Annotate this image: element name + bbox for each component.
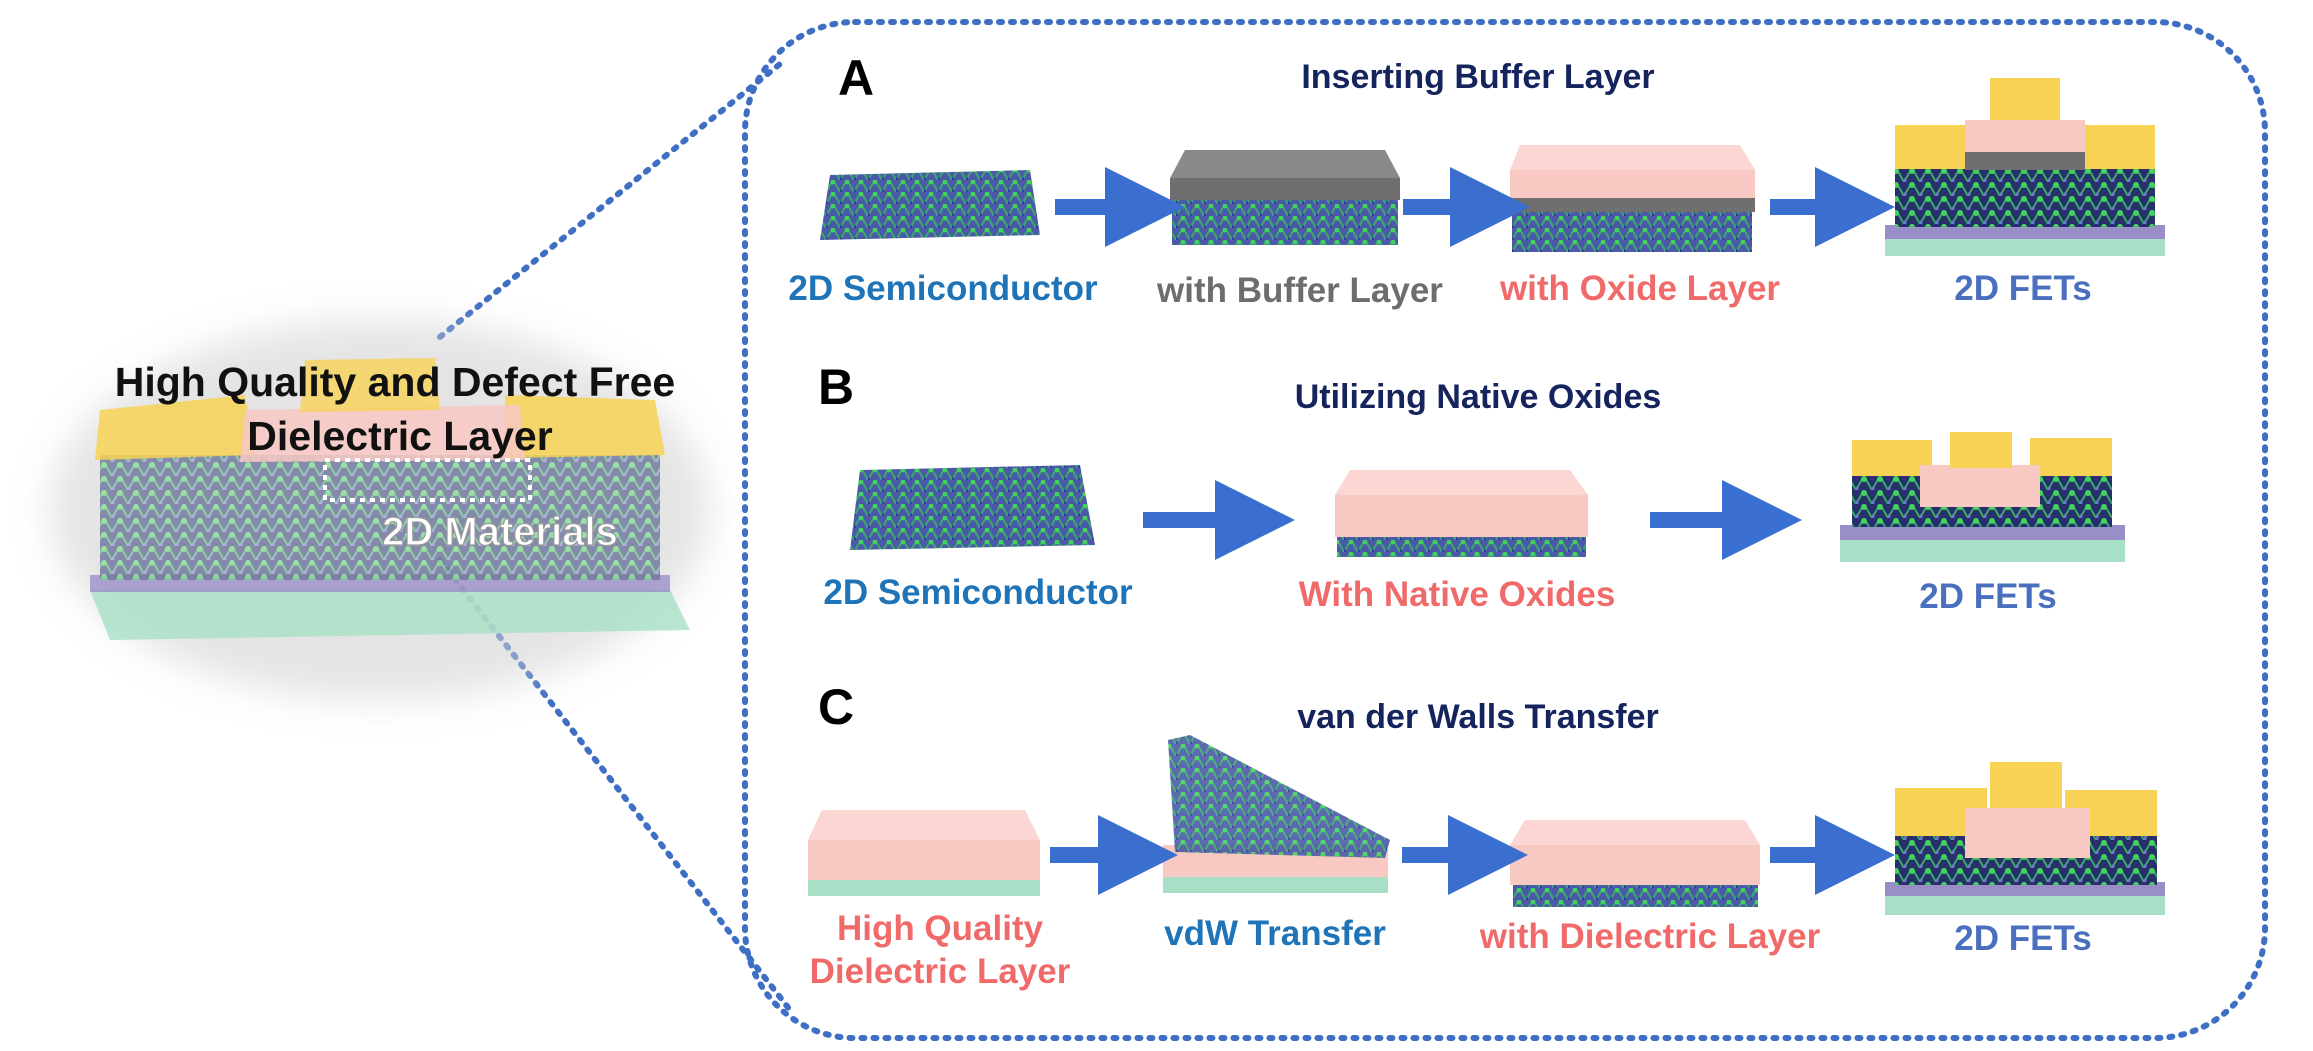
overview-title-line1: High Quality and Defect Free xyxy=(115,359,675,405)
panel-c-step3-label: with Dielectric Layer xyxy=(1479,917,1821,956)
panel-b-step3-label: 2D FETs xyxy=(1919,577,2056,616)
panel-c-title: van der Walls Transfer xyxy=(1297,698,1659,736)
panel-b-step2-label: With Native Oxides xyxy=(1299,575,1616,614)
fet-device-icon xyxy=(1885,762,2165,915)
fet-device-icon xyxy=(1885,78,2165,256)
panel-b-step1-label: 2D Semiconductor xyxy=(823,573,1133,612)
panel-c-step1-label-line2: Dielectric Layer xyxy=(810,952,1071,991)
semiconductor-lattice-icon xyxy=(850,465,1095,550)
dielectric-substrate-icon xyxy=(808,810,1040,896)
buffer-stack-icon xyxy=(1170,150,1400,245)
panel-a-step2-label: with Buffer Layer xyxy=(1156,271,1443,310)
panel-a-step4-label: 2D FETs xyxy=(1954,269,2091,308)
panel-a: A Inserting Buffer Layer xyxy=(788,50,2165,310)
panel-c: C van der Walls Transfer xyxy=(808,679,2165,991)
panel-c-step1-label-line1: High Quality xyxy=(837,909,1044,948)
panel-a-step1-label: 2D Semiconductor xyxy=(788,269,1098,308)
overview-device: High Quality and Defect Free Dielectric … xyxy=(50,320,710,700)
panel-b: B Utilizing Native Oxides 2D Semiconduct… xyxy=(818,359,2125,616)
fet-device-icon xyxy=(1840,432,2125,562)
native-oxide-stack-icon xyxy=(1335,470,1588,557)
panel-c-letter: C xyxy=(818,679,854,735)
panel-c-step2-label: vdW Transfer xyxy=(1164,914,1386,953)
panel-b-letter: B xyxy=(818,359,854,415)
zoom-region-box xyxy=(323,458,532,502)
panel-c-step4-label: 2D FETs xyxy=(1954,919,2091,958)
semiconductor-lattice-icon xyxy=(820,170,1040,240)
overview-title-line2: Dielectric Layer xyxy=(247,413,552,459)
panel-a-title: Inserting Buffer Layer xyxy=(1301,58,1654,96)
panel-a-letter: A xyxy=(838,50,874,106)
panel-a-step3-label: with Oxide Layer xyxy=(1499,269,1780,308)
vdw-transfer-icon xyxy=(1163,735,1390,893)
dielectric-on-lattice-icon xyxy=(1510,820,1760,907)
oxide-buffer-stack-icon xyxy=(1510,145,1755,252)
overview-materials-label: 2D Materials xyxy=(382,510,618,554)
panel-b-title: Utilizing Native Oxides xyxy=(1295,378,1662,416)
